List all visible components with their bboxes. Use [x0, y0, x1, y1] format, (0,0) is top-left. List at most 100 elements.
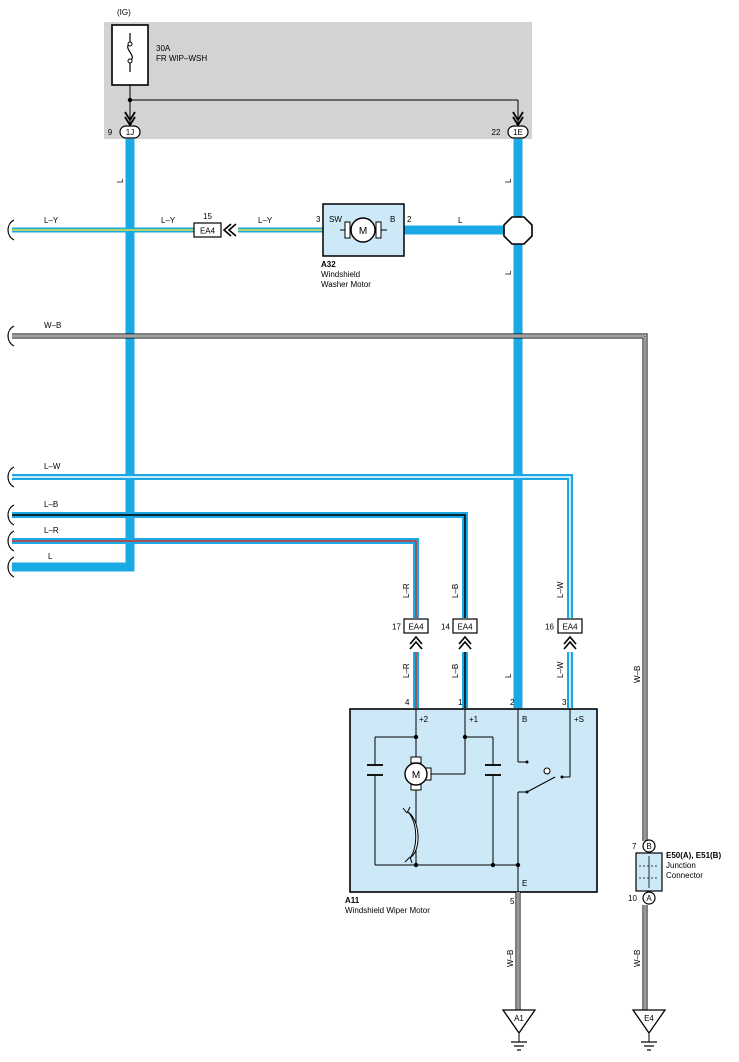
switch-contact-icon	[543, 767, 551, 775]
wire-color-label: L–W	[556, 661, 565, 678]
wiper-motor-box	[349, 708, 598, 893]
wire-color-label: L	[116, 178, 125, 183]
connector-chevron-icon	[563, 640, 577, 650]
wire-l-r-stripe	[12, 540, 417, 618]
switch-contact-icon	[525, 760, 529, 764]
connector-ea4	[193, 222, 222, 238]
connector-chevron-icon	[512, 111, 524, 122]
ground-e4: E4	[631, 1009, 667, 1051]
fuse-terminal-bottom	[127, 58, 133, 64]
wire-w-b: W–B	[7, 321, 648, 841]
component-name: Windshield	[321, 270, 360, 279]
terminal-label: B	[522, 715, 527, 724]
motor-icon	[350, 217, 376, 243]
pin-number: 2	[510, 698, 515, 707]
connector-chevron-icon	[222, 223, 232, 237]
terminal-label: E	[522, 879, 527, 888]
ig-label: (IG)	[117, 8, 131, 17]
ground-label: E4	[644, 1014, 654, 1023]
component-name: Junction	[666, 861, 696, 870]
connector-chevron-icon	[124, 116, 136, 127]
terminal-label: SW	[329, 215, 342, 224]
pin-number: 14	[441, 623, 450, 632]
wire-l-r-path	[12, 538, 419, 618]
motor-brush-icon	[375, 221, 382, 239]
wire-color-label: L–B	[451, 584, 460, 598]
wire-break-icon	[7, 556, 15, 578]
terminal-label: +1	[469, 715, 479, 724]
pin-number: 15	[203, 212, 212, 221]
fuse-name: FR WIP–WSH	[156, 54, 207, 63]
component-name: Connector	[666, 871, 703, 880]
connector-chevron-icon	[458, 640, 472, 650]
connector-ea4	[403, 618, 429, 634]
connector-ea4-label: EA4	[562, 623, 578, 632]
component-name: Windshield Wiper Motor	[345, 906, 430, 915]
wire-l-left	[12, 139, 135, 572]
terminal-label: B	[390, 215, 395, 224]
junction-pin-label: A	[646, 894, 652, 903]
connector-ea4-label: EA4	[200, 227, 216, 236]
wire-color-label: L	[504, 673, 513, 678]
switch-contact-icon	[525, 790, 529, 794]
connector-chevron-icon	[124, 111, 136, 122]
junction-dot	[462, 734, 468, 740]
connector-ea4	[557, 618, 583, 634]
junction-pin-b	[642, 839, 656, 853]
wire-break-icon	[7, 325, 15, 347]
junction-dot	[413, 734, 419, 740]
wire-color-label: L–W	[44, 462, 61, 471]
ground-icon	[501, 1009, 537, 1035]
connector-chevron-icon	[227, 223, 237, 237]
junction-dot	[413, 862, 419, 868]
fuse-terminal-top	[127, 41, 133, 47]
connector-1e	[507, 125, 529, 139]
pin-number: 3	[316, 215, 321, 224]
pin-number: 9	[108, 128, 113, 137]
wire-color-label: L	[48, 552, 53, 561]
wire-w-b-stripe	[12, 335, 646, 841]
pin-number: 17	[392, 623, 401, 632]
wire-color-label: L–B	[44, 500, 58, 509]
pin-number: 2	[407, 215, 412, 224]
pin-number: 1	[458, 698, 463, 707]
component-code: A32	[321, 260, 336, 269]
ground-a1: A1	[501, 1009, 537, 1051]
connector-ea4	[452, 618, 478, 634]
connector-chevron-icon	[563, 635, 577, 645]
connector-chevron-icon	[409, 635, 423, 645]
component-code: E50(A), E51(B)	[666, 851, 721, 860]
junction-pin-label: B	[646, 842, 651, 851]
pin-number: 5	[510, 897, 515, 906]
component-code: A11	[345, 896, 360, 905]
wire-break-icon	[7, 530, 15, 552]
fuse-box: (IG) 30A FR WIP–WSH 1J 9 1E 22	[104, 8, 532, 139]
wire-color-label: L–W	[556, 581, 565, 598]
junction-connector: B 7 A 10 E50(A), E51(B) Junction Connect…	[628, 839, 721, 905]
motor-symbol: M	[359, 226, 367, 237]
motor-brush-icon	[344, 221, 351, 239]
connector-chevron-icon	[458, 635, 472, 645]
wire-l-b: L–B	[7, 500, 468, 708]
junction-dot	[127, 97, 133, 103]
wire-l-b-stripe	[12, 514, 466, 618]
junction-dot	[515, 862, 521, 868]
wire-color-label: L–R	[44, 526, 59, 535]
wire-color-label: L–Y	[44, 216, 59, 225]
cam-arrow-icon	[409, 856, 413, 864]
fuse-box-background	[104, 22, 532, 139]
wire-color-label: W–B	[44, 321, 61, 330]
component-name: Washer Motor	[321, 280, 371, 289]
wire-l-w-stripe	[12, 476, 571, 618]
pin-number: 16	[545, 623, 554, 632]
wiper-internal-circuit	[374, 709, 571, 900]
wire-l-w-path	[12, 474, 573, 618]
wire-color-label: W–B	[633, 950, 642, 967]
connector-1e-label: 1E	[513, 128, 523, 137]
wire-color-label: L–Y	[258, 216, 273, 225]
wire-color-label: L–Y	[161, 216, 176, 225]
terminal-label: +S	[574, 715, 584, 724]
ea4-connector-row: EA4 17 EA4 14 EA4 16	[392, 618, 583, 650]
ground-icon	[631, 1009, 667, 1035]
